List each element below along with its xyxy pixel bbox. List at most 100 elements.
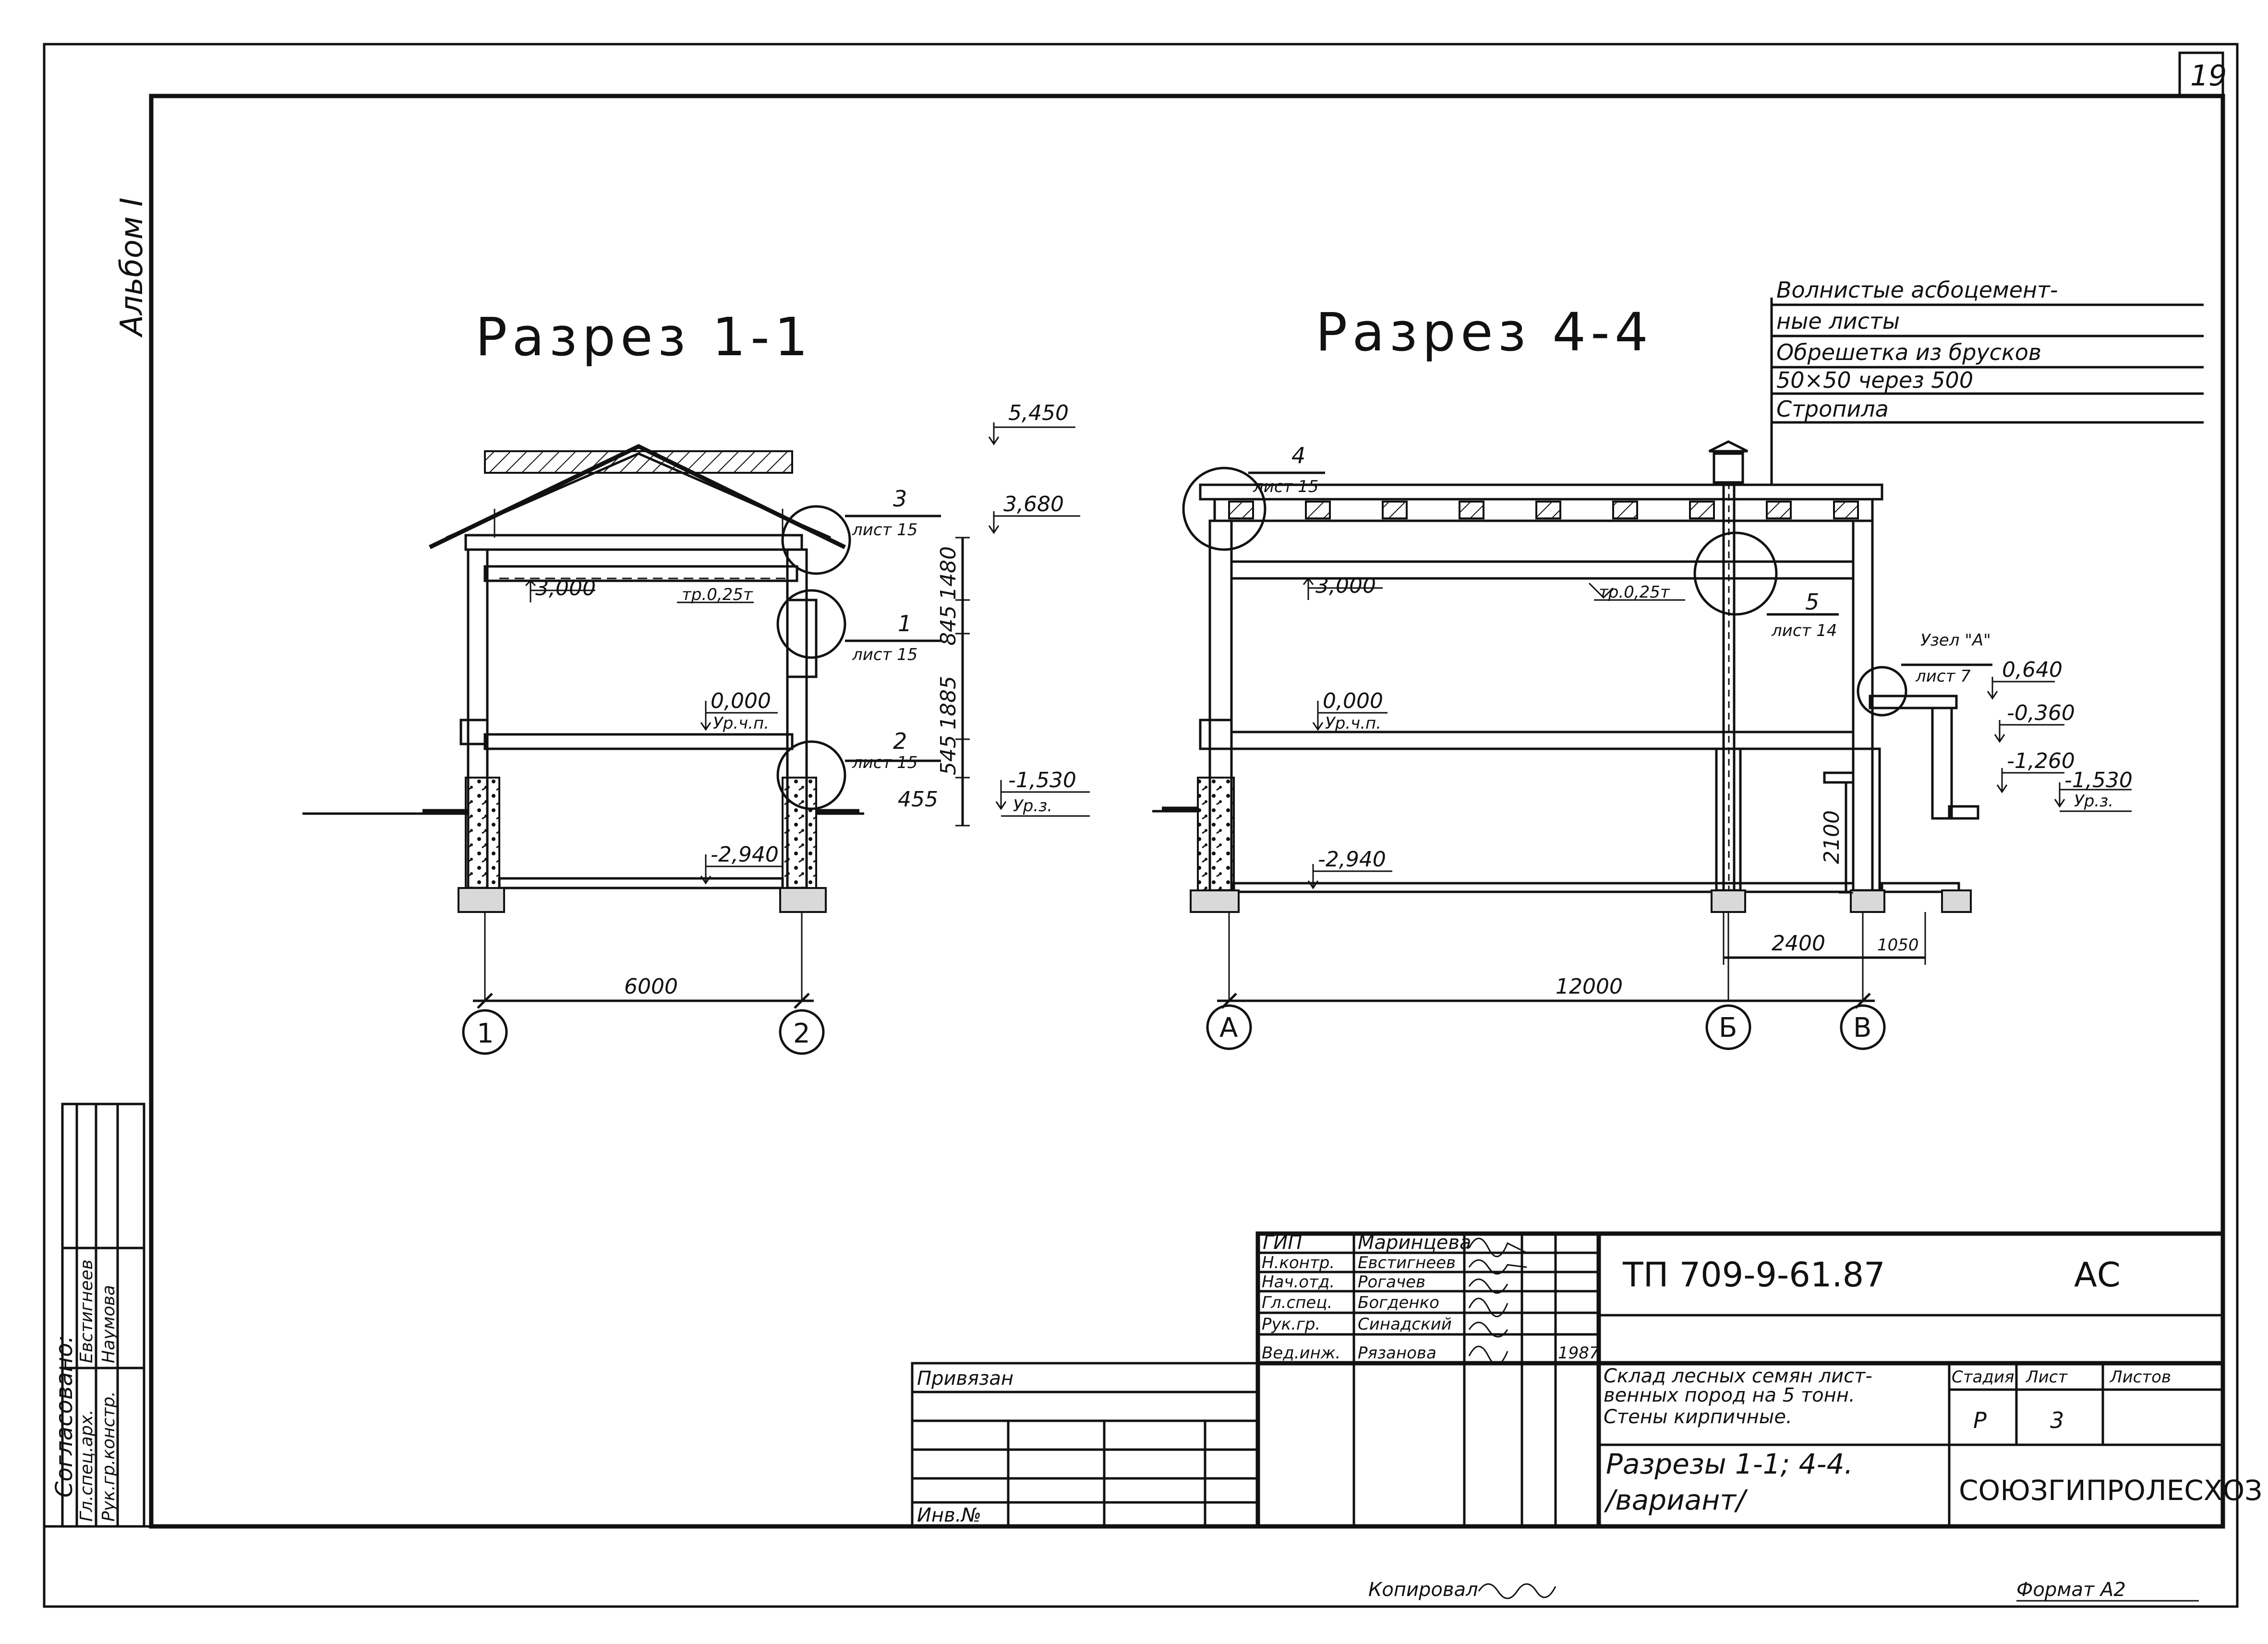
callout-3-sheet: лист 15 [852,520,917,540]
inventory-label: Инв.№ [917,1504,981,1526]
callout-1-number: 1 [898,611,912,636]
callout-4-sheet: лист 15 [1253,477,1318,496]
lvl-eave-1: 3,680 [1003,492,1064,516]
callout-5-sheet: лист 14 [1771,621,1837,640]
dim-1885: 1885 [936,676,961,730]
staff-role-2: Нач.отд. [1262,1272,1335,1292]
callout-1-sheet: лист 15 [852,645,917,664]
staff-name-2: Рогачев [1358,1272,1425,1292]
section-1-title: Разрез 1-1 [475,306,813,368]
roof-note-2: ные листы [1776,308,1900,334]
doc-mark: АС [2074,1255,2121,1295]
staff-name-4: Синадский [1358,1315,1452,1334]
axis-marker-2 [779,1009,825,1055]
sheets-header: Листов [2109,1368,2171,1387]
dim-1480: 1480 [936,546,961,600]
lvl-0360: -0,360 [2007,701,2075,725]
roof-note-5: Стропила [1776,396,1889,422]
lvl-ceiling-1: 3,000 [535,576,596,600]
sheet-number: 19 [2190,59,2227,93]
roof-note-3: Обрешетка из брусков [1776,339,2041,365]
span-1: 6000 [624,974,678,999]
approval-row1-name: Евстигнеев [77,1260,97,1363]
approval-row2-name: Наумова [99,1285,119,1363]
axis-marker-v [1840,1004,1886,1050]
dim-2100: 2100 [1820,810,1844,864]
callout-2-number: 2 [893,728,907,754]
span-4: 12000 [1556,974,1623,999]
axis-label-1: 1 [477,1018,494,1049]
staff-role-5: Вед.инж. [1262,1344,1340,1363]
title-block [911,1231,2225,1529]
staff-name-0: Маринцева [1358,1232,1471,1254]
lvl-floor-4: 0,000 [1323,689,1383,713]
pipe-label-4: тр.0,25т [1599,583,1670,602]
dim-545: 545 [936,735,961,775]
axis-marker-a [1206,1004,1252,1050]
lvl-0640: 0,640 [2002,658,2063,682]
stage-value: Р [1973,1407,1987,1433]
lvl-ground-note-4: Ур.з. [2074,792,2113,811]
callout-2-sheet: лист 15 [852,753,917,772]
doc-code: ТП 709-9-61.87 [1622,1255,1885,1295]
dim-1050: 1050 [1877,936,1919,955]
pipe-label-1: тр.0,25т [682,585,753,604]
lvl-floor-1: 0,000 [711,689,771,713]
lvl-basement-4: -2,940 [1318,847,1386,872]
section-1-1: Разрез 1-1 [302,306,1090,1055]
stage-header: Стадия [1952,1368,2014,1387]
object-name-3: Стены кирпичные. [1604,1406,1792,1428]
staff-role-1: Н.контр. [1262,1253,1335,1272]
axis-label-v: В [1853,1012,1871,1044]
lvl-floor-note-4: Ур.ч.п. [1325,714,1381,733]
callout-5-number: 5 [1805,589,1819,615]
staff-name-3: Богденко [1358,1293,1439,1312]
album-label: Альбом I [114,197,150,338]
lvl-basement-1: -2,940 [711,842,779,867]
dim-455: 455 [898,787,938,812]
sheet-title-1: Разрезы 1-1; 4-4. [1606,1448,1853,1480]
sheet-title-2: /вариант/ [1604,1484,1748,1516]
staff-role-4: Рук.гр. [1262,1315,1320,1334]
year: 1987 [1558,1344,1600,1363]
rafters [1228,501,1859,519]
roof-notes: Волнистые асбоцемент- ные листы Обрешетк… [1770,277,2204,485]
node-a-label: Узел "А" [1920,631,1991,650]
axis-marker-b [1705,1004,1751,1050]
axis-label-a: А [1219,1012,1238,1044]
lvl-ground-1: -1,530 [1008,768,1076,792]
copier-signature [1478,1583,1556,1599]
approval-heading: Согласовано: [51,1335,78,1498]
object-name-2: венных пород на 5 тонн. [1604,1384,1855,1406]
footer-copied: Копировал [1368,1579,1478,1601]
lvl-ceiling-4: 3,000 [1315,574,1376,598]
approval-row1-role: Гл.спец.арх. [77,1409,97,1522]
roof-note-1: Волнистые асбоцемент- [1776,277,2058,303]
lvl-1530: -1,530 [2064,768,2133,792]
signatures [1468,1237,1527,1366]
staff-name-1: Евстигнеев [1358,1253,1456,1272]
binding-label: Привязан [917,1368,1013,1390]
lvl-1260: -1,260 [2007,749,2075,773]
staff-role-0: ГИП [1263,1232,1302,1254]
section-4-4: Разрез 4-4 Волнистые асбоцемент- ные лис… [1152,277,2204,1050]
axis-label-2: 2 [793,1018,810,1049]
axis-label-b: Б [1719,1012,1737,1044]
staff-role-3: Гл.спец. [1262,1293,1332,1312]
organization: СОЮЗГИПРОЛЕСХОЗ [1959,1474,2262,1507]
dim-2400: 2400 [1772,931,1825,956]
approval-stamp [61,1103,145,1528]
approval-row2-role: Рук.гр.констр. [99,1391,119,1522]
roof-note-4: 50×50 через 500 [1776,367,1973,393]
sheet-value: 3 [2050,1407,2064,1433]
lvl-top-1: 5,450 [1008,401,1069,425]
callout-3-number: 3 [893,486,907,512]
footer-format: Формат А2 [2016,1579,2126,1601]
axis-marker-1 [462,1009,508,1055]
dim-845: 845 [936,605,961,646]
section-4-title: Разрез 4-4 [1315,301,1653,363]
object-name-1: Склад лесных семян лист- [1604,1365,1872,1387]
sheet-header: Лист [2025,1368,2068,1387]
node-a-sheet: лист 7 [1915,667,1971,686]
